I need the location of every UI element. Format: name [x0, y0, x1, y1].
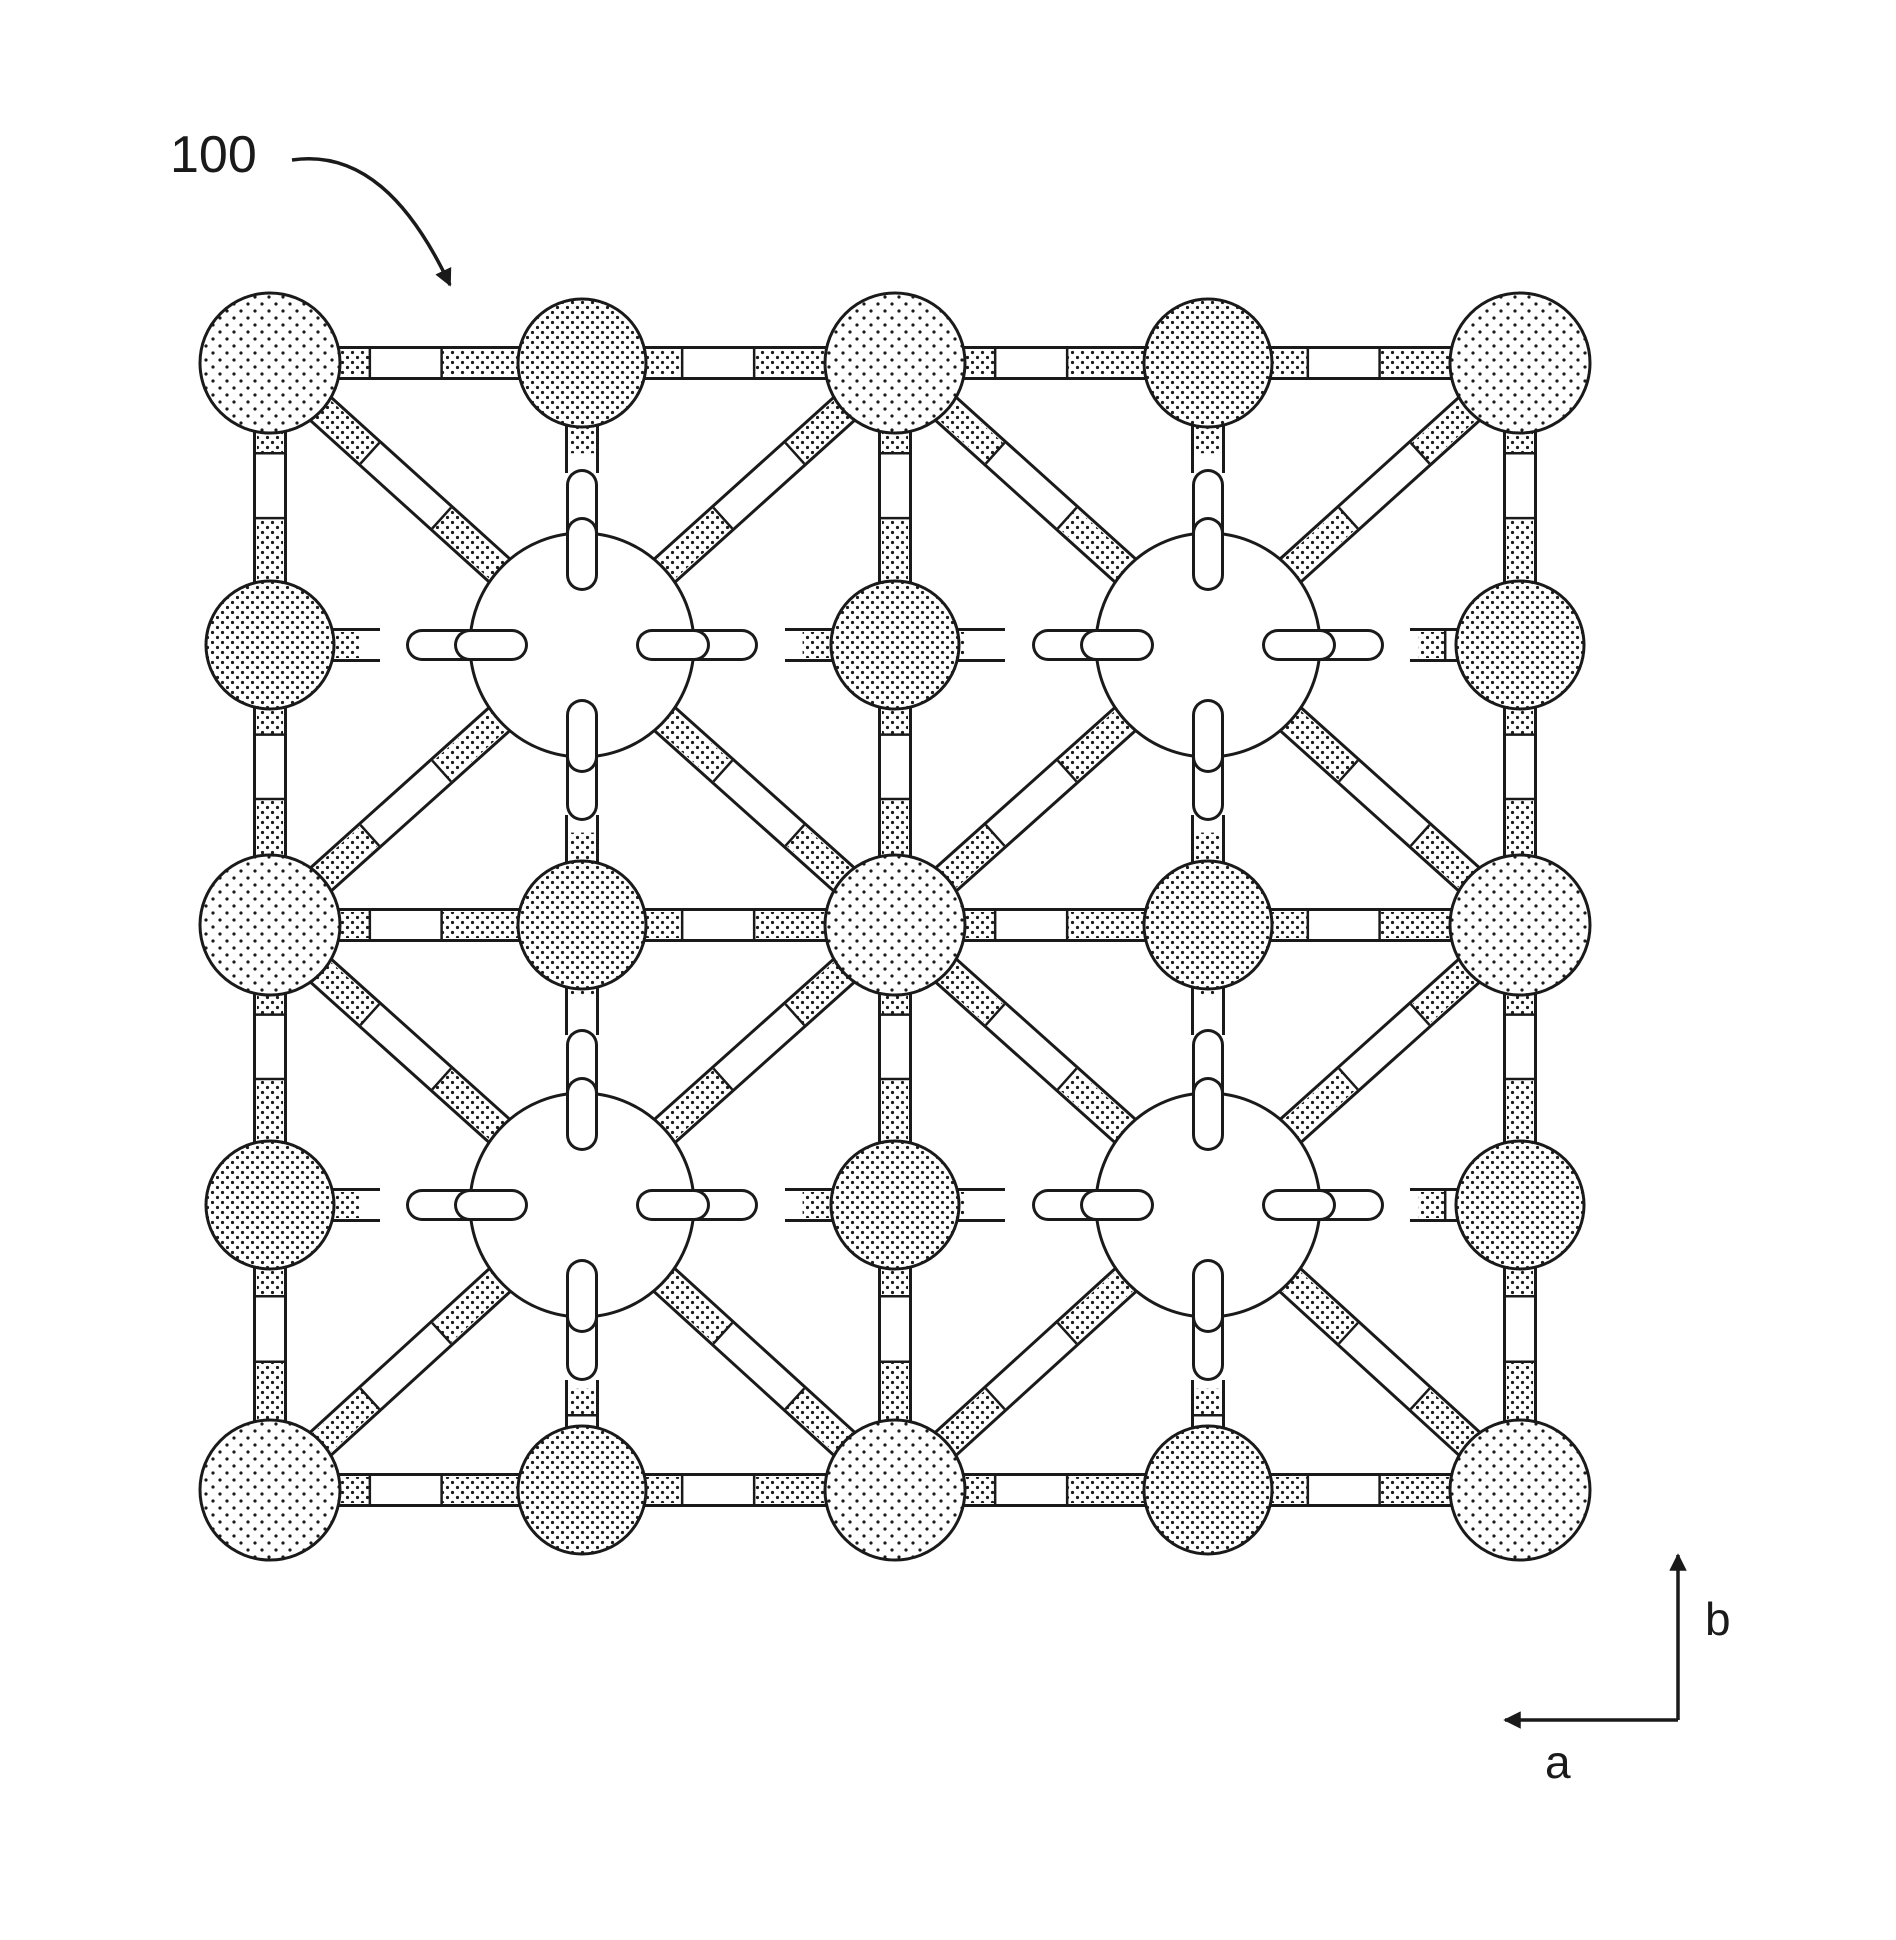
- corner-atom: [198, 291, 342, 435]
- edge-atom: [829, 1139, 961, 1271]
- bond-tick: [984, 824, 1006, 847]
- bond-tick: [431, 759, 452, 783]
- bond-tick: [1338, 506, 1359, 530]
- bond-tick: [359, 1387, 381, 1410]
- bond-tick: [784, 442, 806, 465]
- bond-tick: [359, 442, 381, 465]
- bond-tick: [431, 506, 452, 530]
- bond-tick: [984, 1003, 1006, 1026]
- edge-atom: [204, 579, 336, 711]
- edge-atom: [1142, 297, 1274, 429]
- edge-atom: [1142, 859, 1274, 991]
- bond-tick: [1409, 1387, 1431, 1410]
- corner-atom: [1448, 291, 1592, 435]
- bond-tick: [1409, 1003, 1431, 1026]
- corner-atom: [1448, 853, 1592, 997]
- edge-atom: [204, 1139, 336, 1271]
- bond-tick: [1056, 759, 1078, 783]
- corner-atom: [823, 1418, 967, 1562]
- bond-tick: [1338, 1322, 1359, 1345]
- bond-tick: [784, 1387, 806, 1410]
- edge-atom: [1142, 1424, 1274, 1556]
- atoms-layer: [198, 291, 1592, 1562]
- corner-atom: [198, 1418, 342, 1562]
- edge-atom: [516, 859, 648, 991]
- bond-tick: [984, 1387, 1006, 1410]
- edge-atom: [1454, 579, 1586, 711]
- bond-tick: [984, 442, 1006, 465]
- bond-tick: [1056, 506, 1078, 530]
- edge-atom: [1454, 1139, 1586, 1271]
- bond-tick: [1409, 442, 1431, 465]
- bond-tick: [1056, 1322, 1078, 1345]
- curved-arrow-icon: [291, 157, 452, 287]
- corner-atom: [1448, 1418, 1592, 1562]
- axis-b-label: b: [1705, 1593, 1731, 1645]
- bond-tick: [712, 506, 734, 530]
- axis-a-label: a: [1545, 1736, 1571, 1788]
- bond-tick: [359, 824, 381, 847]
- bond-tick: [784, 1003, 806, 1026]
- bond-tick: [431, 1067, 452, 1091]
- corner-atom: [823, 853, 967, 997]
- bond-tick: [712, 1067, 734, 1091]
- bond-tick: [1409, 824, 1431, 847]
- corner-atom: [823, 291, 967, 435]
- bond-tick: [1338, 759, 1359, 783]
- reference-numeral: 100: [170, 126, 257, 184]
- bond-tick: [712, 1322, 734, 1345]
- bond-tick: [359, 1003, 381, 1026]
- bond-tick: [1056, 1067, 1078, 1091]
- bond-tick: [784, 824, 806, 847]
- edge-atom: [829, 579, 961, 711]
- axis-indicator: b a: [1503, 1553, 1731, 1788]
- edge-atom: [516, 297, 648, 429]
- bond-tick: [431, 1322, 452, 1345]
- bond-tick: [1338, 1067, 1359, 1091]
- bond-tick: [712, 759, 734, 783]
- corner-atom: [198, 853, 342, 997]
- edge-atom: [516, 1424, 648, 1556]
